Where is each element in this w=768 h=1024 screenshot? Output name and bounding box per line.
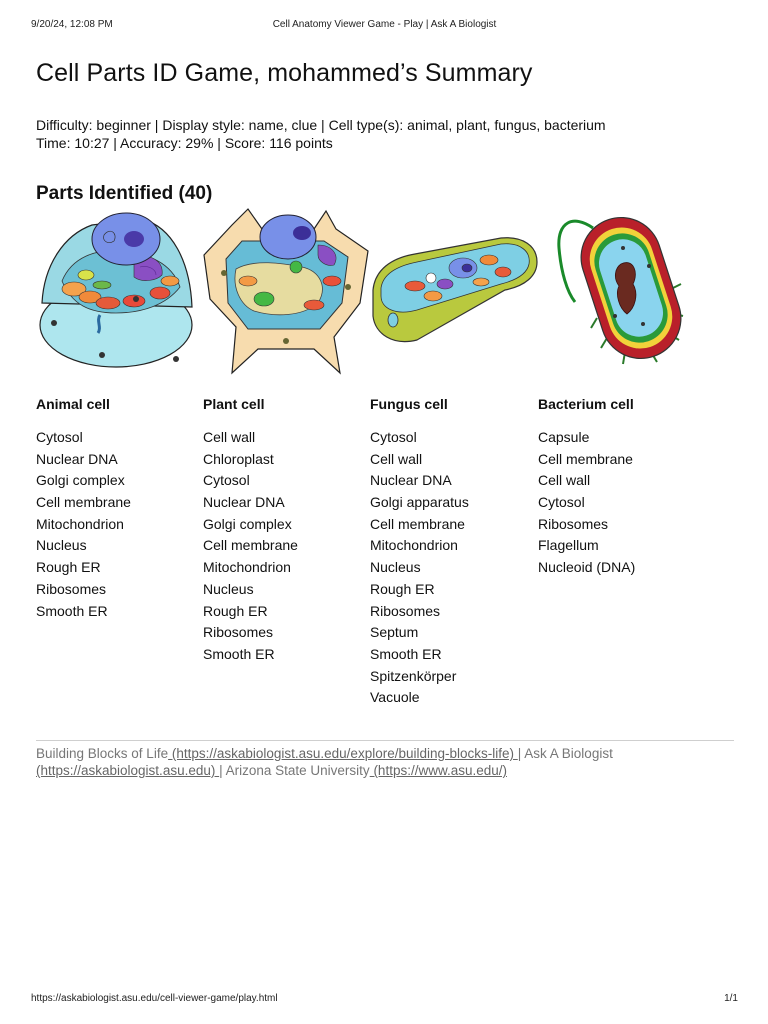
- list-item: Ribosomes: [36, 580, 107, 597]
- list-item: Mitochondrion: [36, 515, 124, 532]
- list-item: Cytosol: [36, 429, 83, 445]
- footer-text-asu: | Arizona State University: [219, 763, 370, 778]
- animal-cell-parts: Animal cell Cytosol Nuclear DNA Golgi co…: [36, 396, 196, 622]
- list-item: Cell wall: [203, 429, 256, 445]
- plant-cell-heading: Plant cell: [203, 396, 265, 412]
- plant-cell-image: [203, 208, 369, 375]
- list-item: Nuclear DNA: [36, 450, 118, 467]
- score-line: Time: 10:27 | Accuracy: 29% | Score: 116…: [36, 135, 333, 151]
- animal-cell-heading: Animal cell: [36, 396, 110, 412]
- ask-a-biologist-link[interactable]: (https://askabiologist.asu.edu): [36, 763, 220, 778]
- fungus-cell-parts: Fungus cell Cytosol Cell wall Nuclear DN…: [370, 396, 530, 709]
- parts-identified-heading: Parts Identified (40): [36, 183, 213, 204]
- list-item: Nuclear DNA: [203, 494, 285, 511]
- settings-line: Difficulty: beginner | Display style: na…: [36, 117, 606, 133]
- print-header: 9/20/24, 12:08 PM Cell Anatomy Viewer Ga…: [31, 19, 738, 33]
- list-item: Capsule: [538, 429, 590, 445]
- list-item: Mitochondrion: [203, 559, 291, 576]
- list-item: Cell membrane: [203, 537, 298, 554]
- list-item: Rough ER: [36, 559, 101, 576]
- footer-divider: [36, 740, 734, 741]
- list-item: Cytosol: [203, 472, 250, 489]
- list-item: Golgi complex: [203, 515, 292, 532]
- list-item: Septum: [370, 624, 419, 641]
- page-title: Cell Parts ID Game, mohammed’s Summary: [36, 59, 533, 87]
- asu-link[interactable]: (https://www.asu.edu/): [369, 763, 507, 778]
- list-item: Ribosomes: [538, 515, 609, 532]
- list-item: Smooth ER: [36, 602, 108, 619]
- plant-cell-parts: Plant cell Cell wall Chloroplast Cytosol…: [203, 396, 363, 666]
- footer-text-building-blocks: Building Blocks of Life: [36, 746, 169, 761]
- print-page-title: Cell Anatomy Viewer Game - Play | Ask A …: [272, 19, 497, 30]
- building-blocks-link[interactable]: (https://askabiologist.asu.edu/explore/b…: [168, 746, 518, 761]
- list-item: Rough ER: [203, 602, 268, 619]
- bacterium-cell-image: [557, 216, 684, 365]
- list-item: Nucleoid (DNA): [538, 559, 636, 576]
- list-item: Cytosol: [538, 494, 585, 511]
- print-footer: https://askabiologist.asu.edu/cell-viewe…: [31, 993, 738, 1007]
- site-footer: Building Blocks of Life (https://askabio…: [36, 745, 736, 779]
- list-item: Smooth ER: [203, 645, 275, 662]
- list-item: Nucleus: [203, 580, 254, 597]
- list-item: Cell membrane: [370, 515, 465, 532]
- animal-cell-image: [39, 212, 193, 368]
- list-item: Spitzenkörper: [370, 667, 457, 684]
- list-item: Cell wall: [538, 472, 591, 489]
- list-item: Nuclear DNA: [370, 472, 452, 489]
- list-item: Golgi apparatus: [370, 494, 469, 511]
- list-item: Cell membrane: [538, 450, 633, 467]
- list-item: Rough ER: [370, 580, 435, 597]
- list-item: Vacuole: [370, 689, 420, 706]
- list-item: Nucleus: [36, 537, 87, 554]
- list-item: Chloroplast: [203, 450, 274, 467]
- list-item: Cell wall: [370, 450, 423, 467]
- list-item: Ribosomes: [203, 624, 274, 641]
- fungus-cell-heading: Fungus cell: [370, 396, 448, 412]
- fungus-cell-image: [372, 237, 538, 343]
- list-item: Golgi complex: [36, 472, 125, 489]
- list-item: Smooth ER: [370, 645, 442, 662]
- print-page-number: 1/1: [724, 993, 738, 1004]
- game-summary-meta: Difficulty: beginner | Display style: na…: [36, 116, 606, 152]
- list-item: Nucleus: [370, 559, 421, 576]
- footer-text-ask-a-biologist: | Ask A Biologist: [517, 746, 613, 761]
- print-url: https://askabiologist.asu.edu/cell-viewe…: [31, 993, 278, 1004]
- bacterium-cell-heading: Bacterium cell: [538, 396, 634, 412]
- list-item: Cell membrane: [36, 494, 131, 511]
- bacterium-cell-parts: Bacterium cell Capsule Cell membrane Cel…: [538, 396, 698, 579]
- list-item: Mitochondrion: [370, 537, 458, 554]
- list-item: Flagellum: [538, 537, 599, 554]
- print-datetime: 9/20/24, 12:08 PM: [31, 19, 113, 30]
- list-item: Ribosomes: [370, 602, 441, 619]
- list-item: Cytosol: [370, 429, 417, 445]
